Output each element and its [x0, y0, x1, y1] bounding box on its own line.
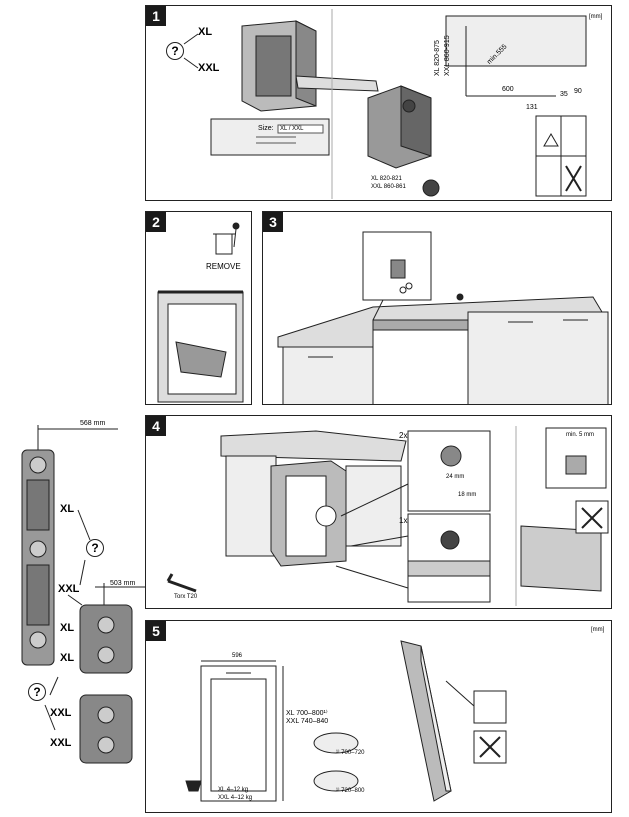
foot-xxl-range: XXL 860-861 — [371, 184, 406, 190]
side-xl-label: XL — [60, 503, 75, 515]
question-mark-icon: ? — [166, 42, 184, 60]
size-xxl-label: XXL — [198, 62, 220, 74]
unit-label: [mm] — [591, 627, 605, 633]
dim-xxl-height: XXL 860-915 — [444, 35, 451, 76]
step-2-panel: 2 REMOVE — [145, 211, 252, 405]
question-mark-icon: ? — [86, 539, 104, 557]
size-xl-label: XL — [198, 26, 213, 38]
step-number: 4 — [146, 416, 166, 436]
height-range-xxl: XXL 740–840 — [286, 718, 329, 725]
step-1-panel: 1 XL ? XXL — [145, 5, 612, 201]
step-3-illustration — [277, 231, 609, 404]
step-2-illustration — [157, 222, 244, 403]
dim-18mm: 18 mm — [458, 492, 477, 498]
side-xxl-label: XXL — [58, 583, 80, 595]
step-5-illustration — [185, 640, 507, 802]
range-700-720: ¹⁾ 700–720 — [336, 750, 365, 756]
dim-24mm: 24 mm — [446, 474, 465, 480]
range-720-800: ¹⁾ 720–800 — [336, 788, 365, 794]
side-xxl-label-2: XXL — [50, 707, 72, 719]
min-5mm: min. 5 mm — [566, 432, 595, 438]
remove-label: REMOVE — [206, 262, 241, 271]
side-xl-label-2: XL — [60, 622, 75, 634]
dim-568: 568 mm — [80, 420, 106, 427]
question-mark-icon-2: ? — [28, 683, 46, 701]
side-xxl-label-3: XXL — [50, 737, 72, 749]
side-illustration — [21, 425, 145, 764]
step-5-panel: 5 [mm] 596 XL 700–800¹⁾ XXL 740–840 XL 4… — [145, 620, 612, 813]
dim-90: 90 — [574, 88, 582, 95]
dim-503: 503 mm — [110, 580, 136, 587]
unit-label: [mm] — [589, 14, 603, 20]
step-number: 2 — [146, 212, 166, 232]
height-range-xl: XL 700–800¹⁾ — [286, 710, 328, 717]
size-plate-label: Size: — [258, 125, 274, 132]
dim-xl-height: XL 820-875 — [434, 40, 441, 76]
step-4-illustration — [166, 426, 609, 606]
side-xl-label-3: XL — [60, 652, 75, 664]
mult-2x: 2x — [399, 431, 408, 440]
weight-xl: XL 4–12 kg — [218, 787, 249, 793]
dim-35: 35 — [560, 91, 568, 98]
step-3-panel: 3 — [262, 211, 612, 405]
step-number: 5 — [146, 621, 166, 641]
dim-600: 600 — [502, 86, 514, 93]
mult-1x: 1x — [399, 516, 408, 525]
size-plate-value: XL / XXL — [280, 126, 304, 132]
torx-label: Torx T20 — [174, 594, 198, 600]
dim-131: 131 — [526, 104, 538, 111]
side-area: 568 mm XL ? XXL 503 mm XL XL ? XXL XXL — [0, 415, 145, 810]
step-number: 1 — [146, 6, 166, 26]
step-1-illustration — [183, 9, 587, 199]
step-4-panel: 4 2x 1x 24 mm 1 — [145, 415, 612, 609]
dim-596: 596 — [232, 653, 243, 659]
weight-xxl: XXL 4–12 kg — [218, 795, 253, 801]
step-number: 3 — [263, 212, 283, 232]
foot-xl-range: XL 820-821 — [371, 176, 402, 182]
